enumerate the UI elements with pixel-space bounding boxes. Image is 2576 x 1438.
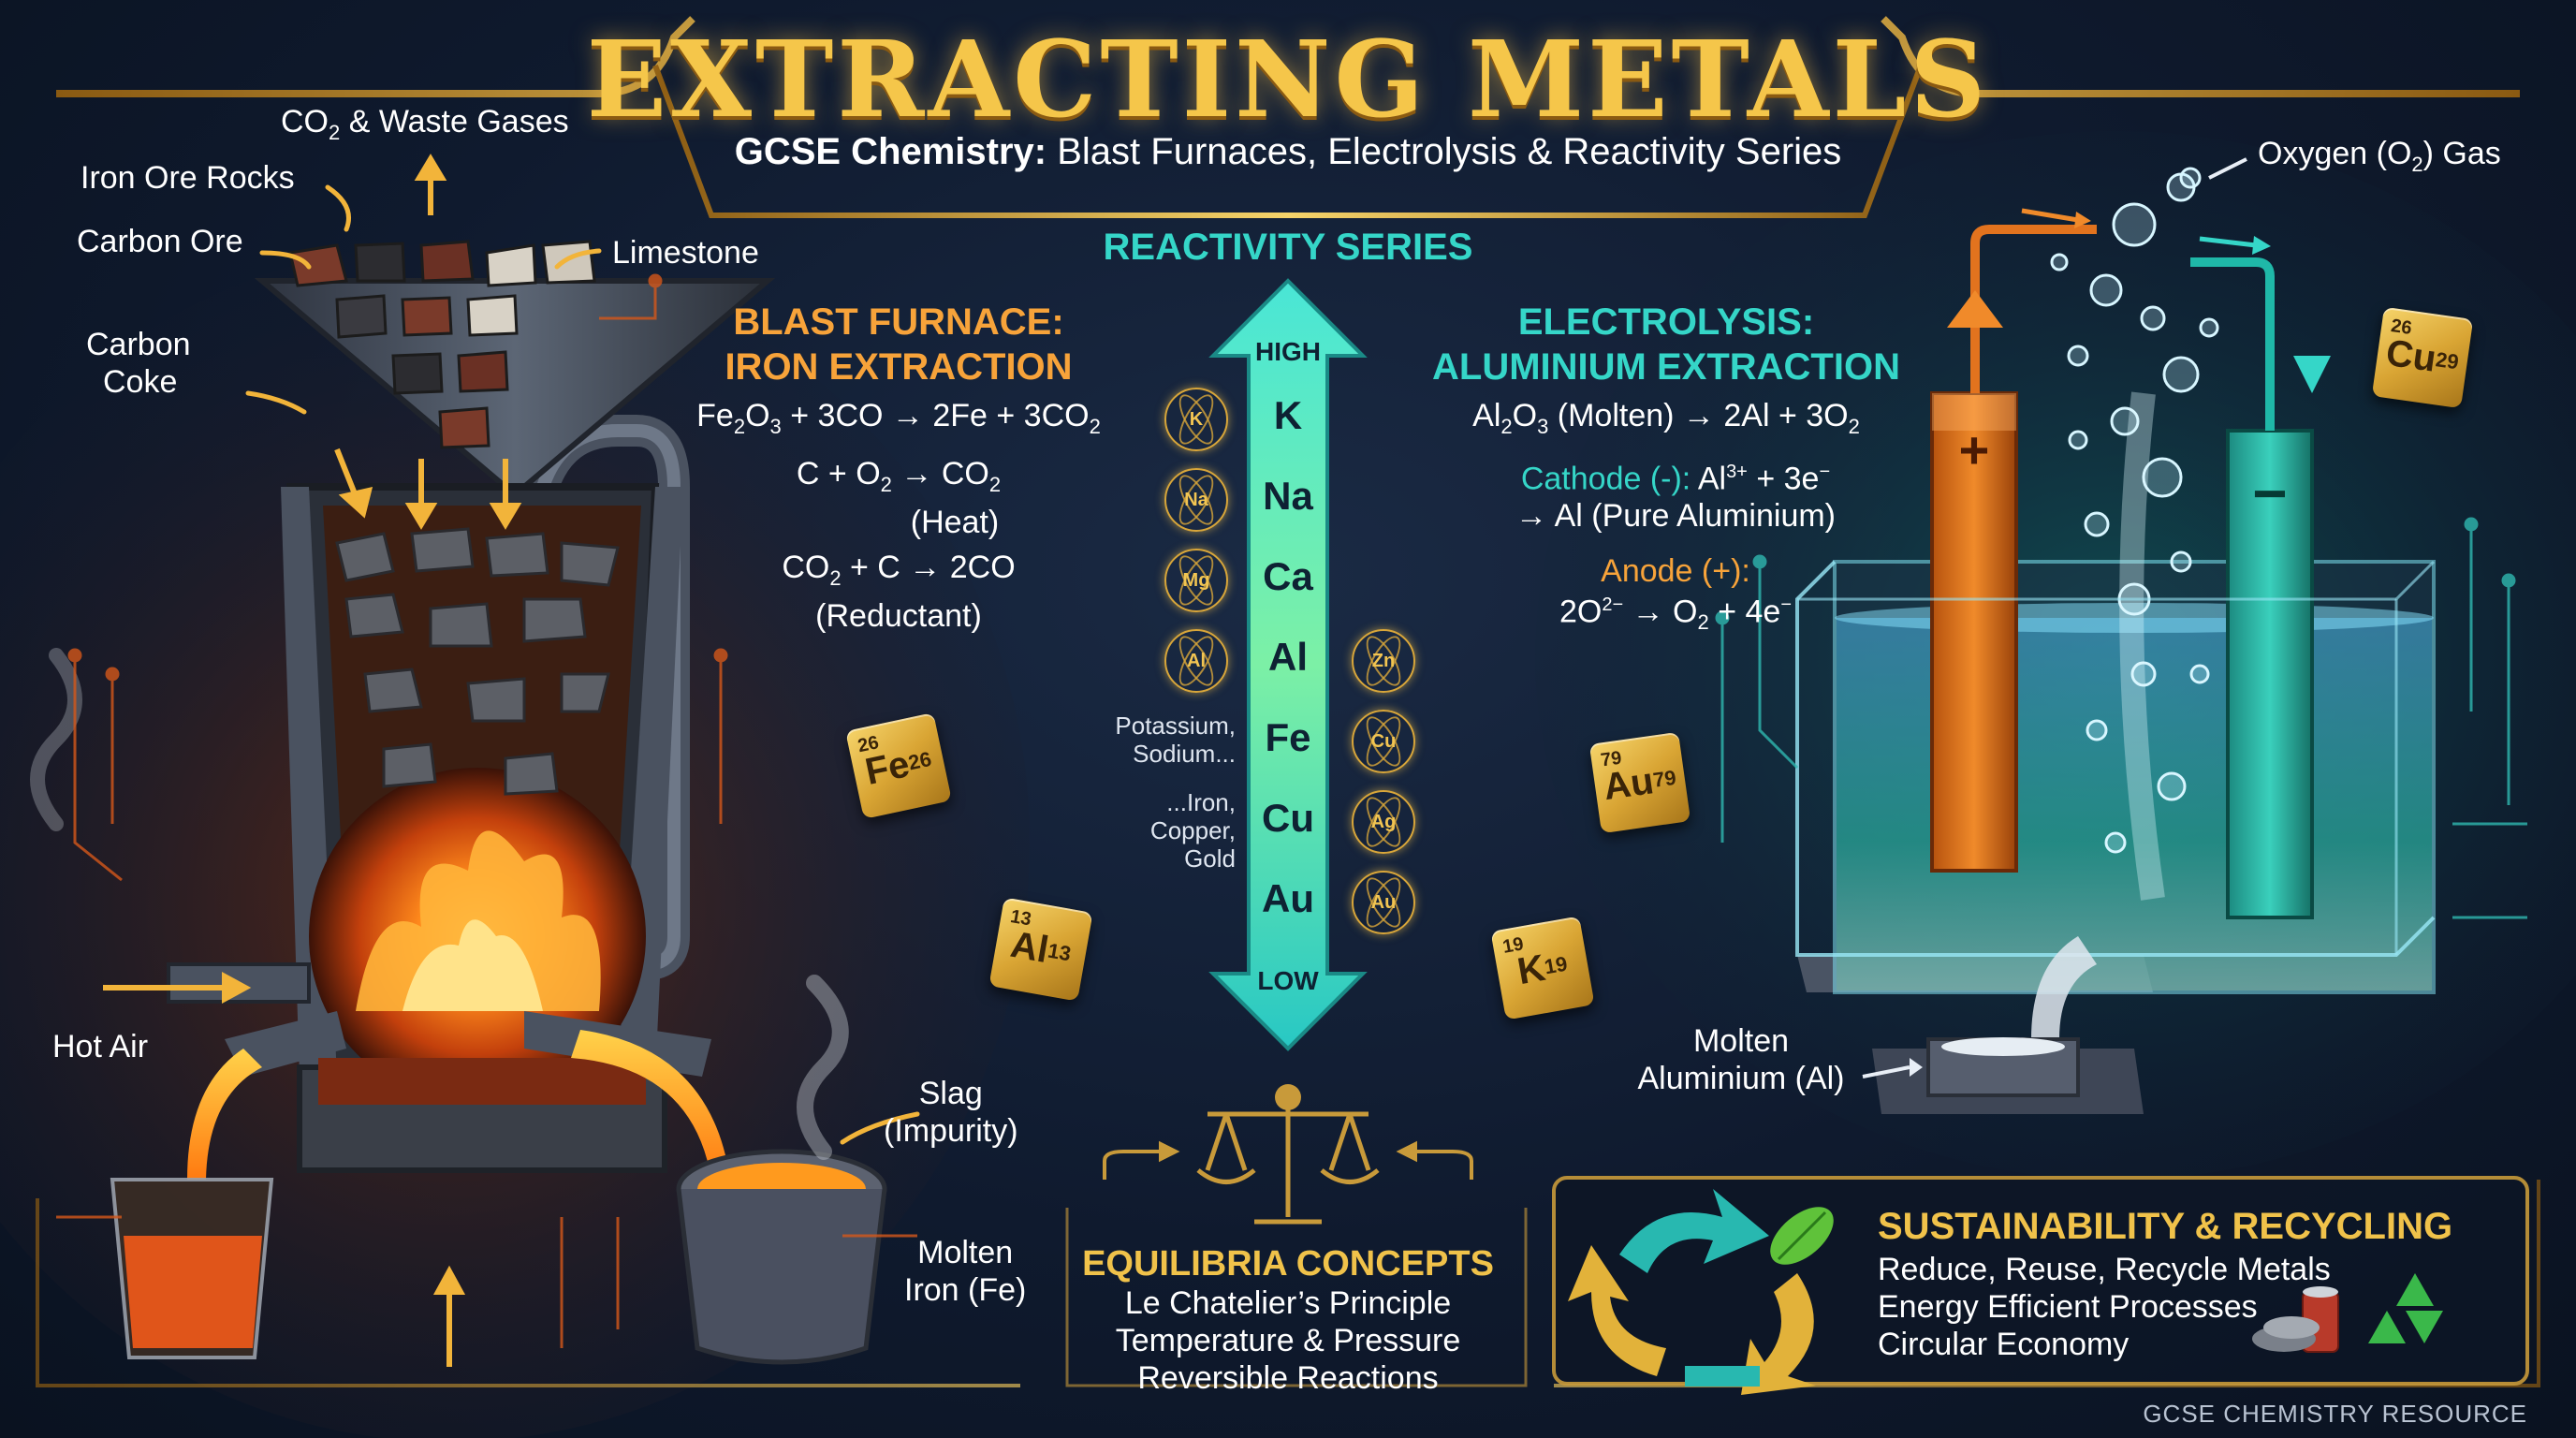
tile-symbol: Al [1007, 923, 1052, 971]
label-co2-waste-gases: CO2 & Waste Gases [281, 104, 569, 144]
reactivity-element: Na [1263, 474, 1313, 518]
sustainability-item: Reduce, Reuse, Recycle Metals [1878, 1252, 2331, 1287]
atom-icon: K [1164, 388, 1228, 451]
tile-superscript: 13 [1046, 938, 1074, 966]
atom-icon: Mg [1164, 549, 1228, 612]
atom-icon: Cu [1352, 710, 1415, 773]
footer-credit: GCSE CHEMISTRY RESOURCE [2143, 1400, 2527, 1428]
tile-atomic-number: 13 [1008, 906, 1033, 931]
tile-superscript: 29 [2434, 347, 2461, 374]
page-title: EXTRACTING METALS [586, 19, 1990, 141]
reactivity-note-top: Potassium,Sodium... [1115, 712, 1236, 768]
tile-superscript: 26 [906, 746, 934, 775]
atom-symbol: Mg [1182, 569, 1210, 591]
page-subtitle: GCSE Chemistry: Blast Furnaces, Electrol… [0, 131, 2576, 173]
equilibria-heading: EQUILIBRIA CONCEPTS [1082, 1244, 1494, 1284]
blast-furnace-equation-1: Fe2O3 + 3CO → 2Fe + 3CO2 [696, 398, 1101, 438]
tile-atomic-number: 19 [1500, 933, 1526, 958]
tile-atomic-number: 26 [2389, 315, 2413, 339]
tile-superscript: 19 [1542, 951, 1570, 979]
atom-icon: Au [1352, 871, 1415, 934]
electrolysis-equation: Al2O3 (Molten) → 2Al + 3O2 [1472, 398, 1860, 438]
atom-symbol: Al [1187, 650, 1206, 671]
reactivity-element: Ca [1263, 554, 1313, 598]
sustainability-item: Circular Economy [1878, 1327, 2130, 1362]
atom-symbol: Ag [1370, 811, 1397, 832]
anode-plus-sign: + [1958, 420, 1990, 479]
atom-icon: Al [1164, 629, 1228, 693]
subtitle-rest: Blast Furnaces, Electrolysis & Reactivit… [1046, 131, 1842, 172]
reactivity-series-heading: REACTIVITY SERIES [1103, 227, 1473, 268]
tile-atomic-number: 79 [1599, 747, 1623, 771]
equilibria-item: Temperature & Pressure [1115, 1323, 1461, 1358]
atom-symbol: Au [1370, 891, 1397, 913]
tile-superscript: 79 [1651, 765, 1678, 792]
reactivity-element: Fe [1265, 715, 1311, 759]
blast-furnace-equation-2: C + O2 → CO2(Heat) [796, 456, 1002, 540]
label-hot-air: Hot Air [52, 1029, 149, 1064]
sustainability-item: Energy Efficient Processes [1878, 1289, 2258, 1325]
atom-icon: Na [1164, 468, 1228, 532]
anode-label: Anode (+): [1601, 553, 1750, 589]
blast-furnace-equation-3: CO2 + C → 2CO(Reductant) [782, 550, 1016, 634]
label-limestone: Limestone [612, 235, 759, 271]
cathode-equation: Cathode (-): Al3+ + 3e−→ Al (Pure Alumin… [1515, 461, 1836, 535]
label-iron-ore-rocks: Iron Ore Rocks [80, 160, 295, 196]
reactivity-low-label: LOW [1257, 966, 1319, 995]
label-oxygen-gas: Oxygen (O2) Gas [2258, 136, 2501, 176]
subtitle-bold: GCSE Chemistry: [734, 131, 1047, 172]
atom-symbol: Zn [1371, 650, 1396, 671]
reactivity-element: Au [1262, 876, 1314, 920]
atom-symbol: Cu [1370, 730, 1397, 752]
tile-atomic-number: 26 [856, 732, 881, 757]
atom-symbol: K [1189, 408, 1204, 430]
reactivity-element: K [1273, 393, 1303, 437]
blast-furnace-heading: BLAST FURNACE:IRON EXTRACTION [724, 301, 1073, 388]
atom-icon: Ag [1352, 790, 1415, 854]
reactivity-high-label: HIGH [1255, 337, 1321, 366]
label-carbon-ore: Carbon Ore [77, 224, 243, 259]
tile-symbol: Cu [2383, 331, 2439, 380]
equilibria-item: Reversible Reactions [1137, 1360, 1439, 1396]
electrolysis-heading: ELECTROLYSIS:ALUMINIUM EXTRACTION [1432, 301, 1900, 388]
sustainability-heading: SUSTAINABILITY & RECYCLING [1878, 1206, 2453, 1247]
atom-symbol: Na [1184, 489, 1208, 510]
reactivity-element: Cu [1262, 796, 1314, 840]
reactivity-arrow [1208, 278, 1368, 1051]
reactivity-note-bottom: ...Iron,Copper,Gold [1149, 788, 1236, 873]
anode-equation: 2O2− → O2 + 4e− [1559, 594, 1793, 635]
reactivity-element: Al [1268, 635, 1308, 679]
label-slag: Slag(Impurity) [884, 1076, 1018, 1149]
equilibria-item: Le Chatelier’s Principle [1124, 1285, 1452, 1321]
atom-icon: Zn [1352, 629, 1415, 693]
cathode-minus-sign: − [2252, 460, 2288, 527]
